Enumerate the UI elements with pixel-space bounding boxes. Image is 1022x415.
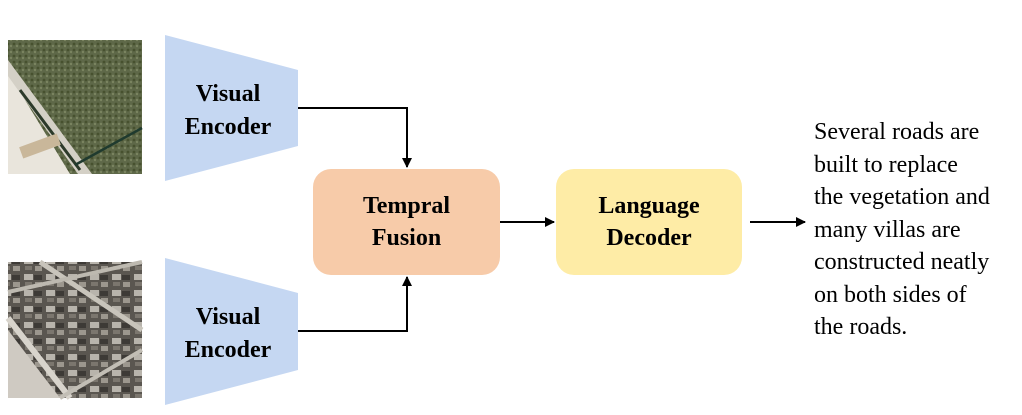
encoder-bottom-label-line2: Encoder bbox=[185, 337, 272, 363]
encoder-bottom-label-line1: Visual bbox=[196, 304, 261, 330]
decoder-label-line1: Language bbox=[598, 193, 700, 219]
output-caption: Several roads are built to replace the v… bbox=[814, 116, 1019, 344]
satellite-image-before bbox=[8, 40, 143, 174]
arrow-bottom-encoder-to-fusion bbox=[298, 276, 412, 332]
encoder-top-label-line2: Encoder bbox=[185, 114, 272, 140]
decoder-label-line2: Decoder bbox=[606, 225, 692, 251]
caption-line: constructed neatly bbox=[814, 249, 990, 275]
fusion-label-line2: Fusion bbox=[371, 225, 442, 251]
caption-line: the roads. bbox=[814, 314, 908, 340]
language-decoder-box: Language Decoder bbox=[556, 169, 742, 275]
visual-encoder-bottom-shape bbox=[165, 258, 298, 405]
satellite-image-after bbox=[5, 259, 144, 400]
visual-encoder-top-shape bbox=[165, 35, 298, 181]
caption-line: many villas are bbox=[814, 216, 961, 243]
encoder-top-label-line1: Visual bbox=[196, 81, 261, 107]
caption-line: built to replace bbox=[814, 151, 958, 178]
fusion-label-line1: Tempral bbox=[362, 193, 451, 219]
caption-line: on both sides of bbox=[814, 281, 967, 308]
temporal-fusion-box: Tempral Fusion bbox=[313, 169, 500, 275]
arrow-top-encoder-to-fusion bbox=[298, 107, 412, 168]
caption-line: the vegetation and bbox=[814, 184, 990, 210]
caption-line: Several roads are bbox=[814, 119, 980, 145]
